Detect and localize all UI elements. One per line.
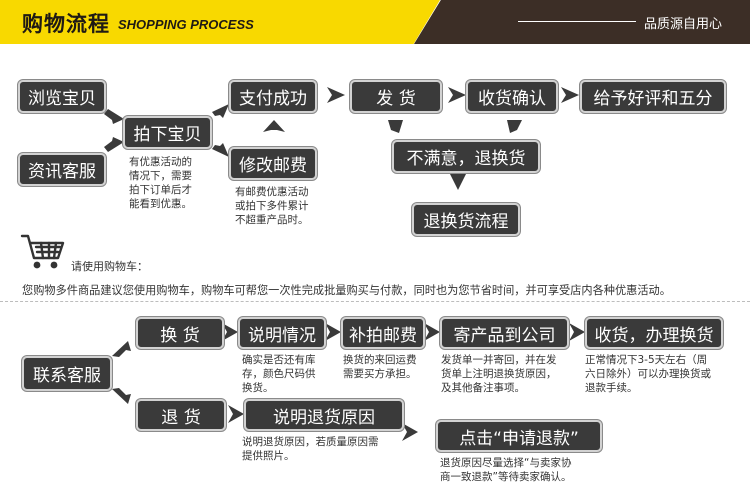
arrow-refund-to-reason [228,405,244,423]
arrow-explain-to-postage [325,323,341,341]
contact-service-box: 联系客服 [22,356,112,391]
arrow-modify-to-pay [263,120,285,132]
return-reason-box: 说明退货原因 [244,399,404,431]
exchange-box: 换 货 [136,317,224,349]
modify-postage-box: 修改邮费 [229,147,317,180]
arrow-ship-to-unsatisfied [388,120,403,133]
receive-note: 正常情况下3-5天左右（周六日除外）可以办理换货或 退款手续。 [585,354,711,394]
page-subtitle: SHOPPING PROCESS [118,17,254,32]
header-slogan: 品质源自用心 [644,17,723,32]
pay-postage-note: 换货的来回运费需要买方承担。 [343,354,417,380]
arrow-pay-to-ship [327,87,345,103]
arrow-confirm-to-review [561,87,579,103]
arrow-contact-to-refund [112,388,131,404]
apply-refund-box: 点击“申请退款” [436,420,602,452]
send-note: 发货单一并寄回，并在发货单上注明退换货原因， 及其他备注事项。 [441,354,557,394]
apply-refund-note: 退货原因尽量选择“与卖家协商一致退款”等待卖家确认。 [440,457,572,483]
arrow-postage-to-send [424,323,440,341]
arrow-exchange-to-explain [222,323,238,341]
refund-box: 退 货 [136,399,226,431]
modify-postage-note: 有邮费优惠活动或拍下多件累计 不超重产品时。 [235,186,309,226]
confirm-receipt-box: 收货确认 [466,80,558,113]
arrow-browse-to-order [104,109,124,124]
arrow-contact-to-exchange [112,341,131,357]
header-dark-band [414,0,750,44]
cart-tip: 请使用购物车： [71,260,148,273]
pay-box: 支付成功 [229,80,317,113]
shopping-cart-icon [20,234,65,269]
header-bar: 购物流程 SHOPPING PROCESS 品质源自用心 [0,0,750,44]
pay-postage-box: 补拍邮费 [341,317,425,349]
section-divider [0,301,750,302]
order-box: 拍下宝贝 [123,116,212,149]
browse-box: 浏览宝贝 [18,80,106,113]
review-box: 给予好评和五分 [580,80,726,113]
return-reason-note: 说明退货原因，若质量原因需提供照片。 [242,436,379,462]
cart-description: 您购物多件商品建议您使用购物车，购物车可帮您一次性完成批量购买与付款，同时也为您… [22,284,671,297]
explain-note: 确实是否还有库存，颜色尺码供 换货。 [242,354,316,394]
arrow-order-to-modify [212,143,229,157]
return-process-box: 退换货流程 [412,203,520,236]
header-yellow-band [0,0,440,44]
arrow-order-to-pay [212,104,229,118]
arrow-ship-to-confirm [448,87,466,103]
ship-box: 发 货 [350,80,442,113]
arrow-send-to-receive [569,323,585,341]
arrow-reason-to-apply [402,423,418,441]
header-divider [518,21,636,22]
arrow-confirm-to-unsatisfied [507,120,522,133]
page-title: 购物流程 [22,12,110,36]
receive-exchange-box: 收货，办理换货 [585,317,723,349]
arrow-consult-to-order [104,137,124,152]
unsatisfied-box: 不满意，退换货 [392,140,540,173]
explain-box: 说明情况 [238,317,326,349]
consult-box: 资讯客服 [18,153,106,186]
arrow-unsatisfied-to-return [450,174,466,190]
order-note: 有优惠活动的情况下，需要 拍下订单后才能看到优惠。 [129,156,192,210]
send-to-company-box: 寄产品到公司 [440,317,569,349]
